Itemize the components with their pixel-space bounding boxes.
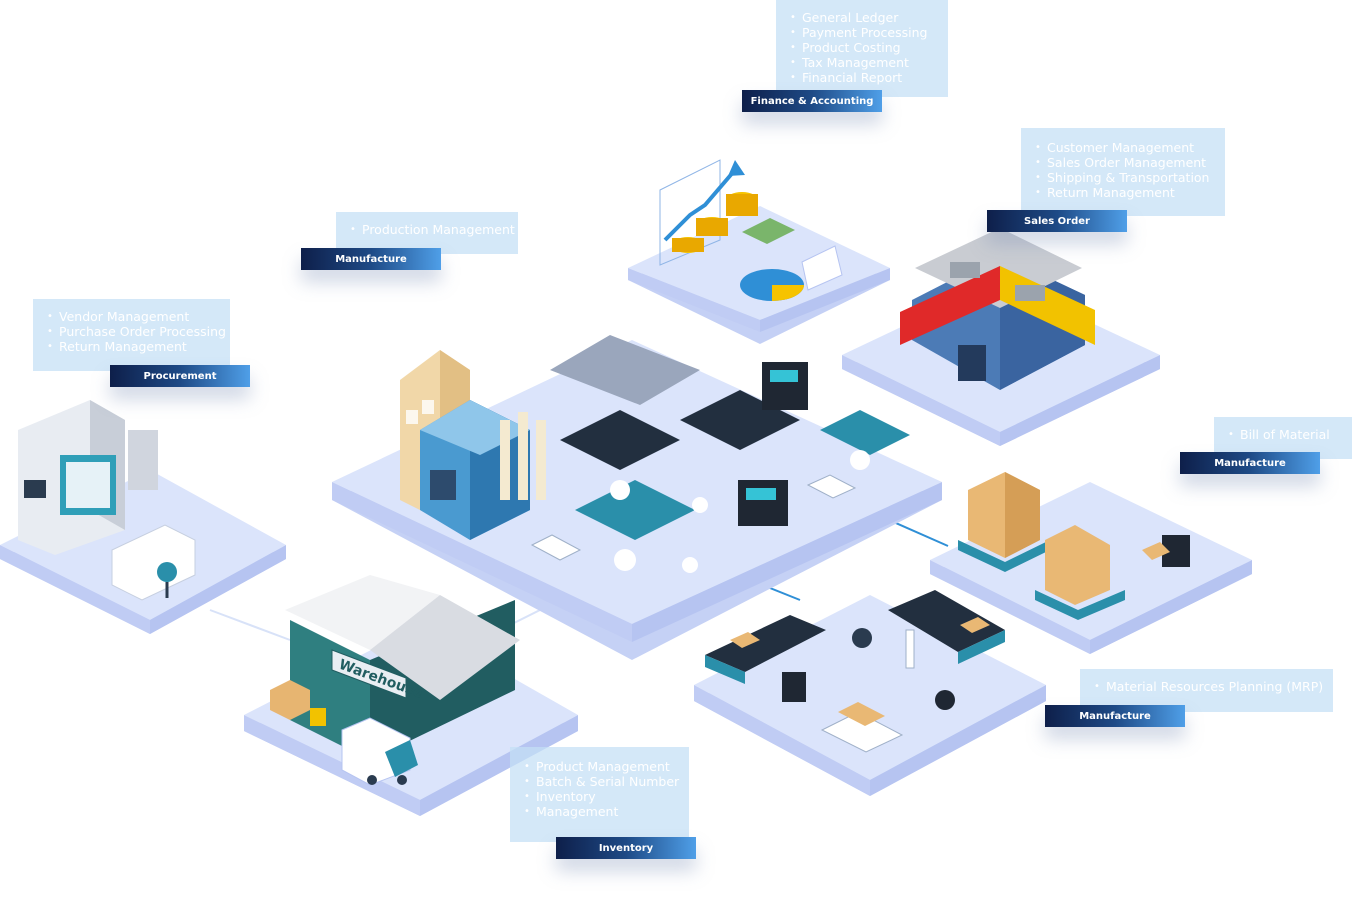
sales-info-box: Customer Management Sales Order Manageme… <box>1021 128 1225 216</box>
finance-item: Financial Report <box>790 70 938 85</box>
assembly-lines <box>530 335 910 573</box>
inventory-tag[interactable]: Inventory <box>556 837 696 859</box>
mrp-item: Material Resources Planning (MRP) <box>1094 679 1323 694</box>
sales-store-platform <box>842 228 1160 446</box>
finance-item: General Ledger <box>790 10 938 25</box>
procurement-tag[interactable]: Procurement <box>110 365 250 387</box>
procurement-item: Vendor Management <box>47 309 220 324</box>
finance-accounting-tag[interactable]: Finance & Accounting <box>742 90 882 112</box>
finance-platform <box>628 159 890 344</box>
procurement-platform <box>0 400 286 634</box>
production-info-box: Production Management <box>336 212 518 254</box>
finance-item: Payment Processing <box>790 25 938 40</box>
inventory-item: Batch & Serial Number <box>524 774 679 789</box>
factory-building <box>400 350 546 540</box>
procurement-item: Return Management <box>47 339 220 354</box>
inventory-info-box: Product Management Batch & Serial Number… <box>510 747 689 842</box>
production-item: Production Management <box>350 222 515 237</box>
manufacture-production-tag[interactable]: Manufacture <box>301 248 441 270</box>
sales-item: Sales Order Management <box>1035 155 1215 170</box>
finance-item: Product Costing <box>790 40 938 55</box>
inventory-item: Product Management <box>524 759 679 774</box>
sales-item: Return Management <box>1035 185 1215 200</box>
finance-item: Tax Management <box>790 55 938 70</box>
procurement-info-box: Vendor Management Purchase Order Process… <box>33 299 230 371</box>
bom-item: Bill of Material <box>1228 427 1342 442</box>
inventory-item-continued: Management <box>524 804 679 819</box>
sales-item: Shipping & Transportation <box>1035 170 1215 185</box>
robotic-platform <box>694 590 1046 796</box>
finance-info-box: General Ledger Payment Processing Produc… <box>776 0 948 97</box>
manufacture-mrp-tag[interactable]: Manufacture <box>1045 705 1185 727</box>
inventory-item: Inventory <box>524 789 679 804</box>
cart-platform <box>930 472 1252 654</box>
manufacture-bom-tag[interactable]: Manufacture <box>1180 452 1320 474</box>
procurement-item: Purchase Order Processing <box>47 324 226 339</box>
warehouse-platform: Warehouse <box>244 575 578 816</box>
sales-order-tag[interactable]: Sales Order <box>987 210 1127 232</box>
mrp-info-box: Material Resources Planning (MRP) <box>1080 669 1333 712</box>
sales-item: Customer Management <box>1035 140 1215 155</box>
